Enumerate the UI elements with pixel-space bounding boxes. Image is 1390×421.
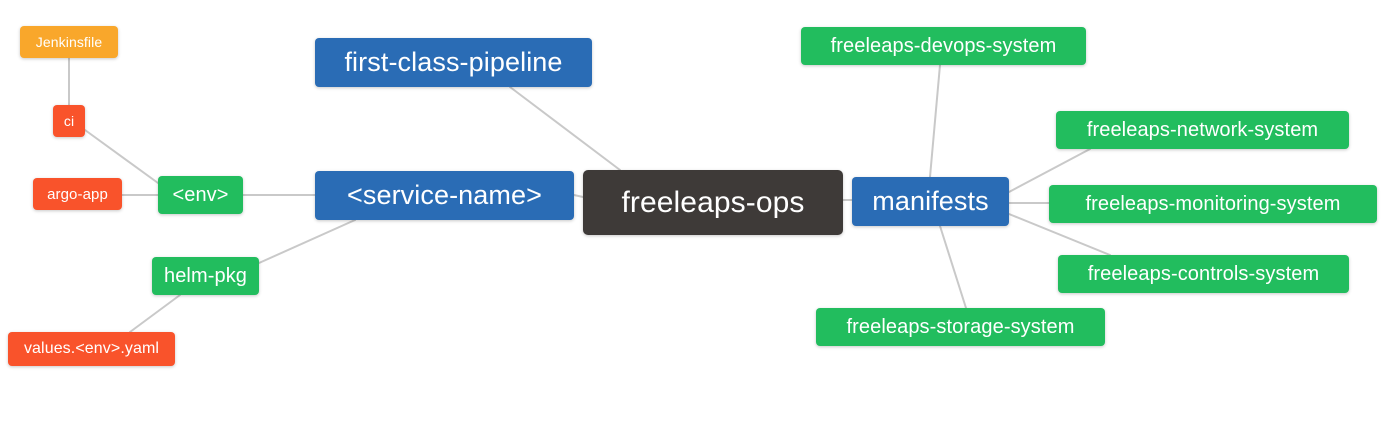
node-label-argo-app: argo-app	[47, 185, 108, 203]
node-label-env: <env>	[172, 184, 229, 206]
node-label-freeleaps-controls-system: freeleaps-controls-system	[1087, 263, 1320, 285]
node-manifests[interactable]: manifests	[852, 177, 1009, 226]
node-label-service-name: <service-name>	[347, 180, 542, 210]
node-freeleaps-network-system[interactable]: freeleaps-network-system	[1056, 111, 1349, 149]
node-label-freeleaps-storage-system: freeleaps-storage-system	[846, 316, 1075, 338]
node-ci[interactable]: ci	[53, 105, 85, 137]
node-helm-pkg[interactable]: helm-pkg	[152, 257, 259, 295]
node-jenkinsfile[interactable]: Jenkinsfile	[20, 26, 118, 58]
node-service-name[interactable]: <service-name>	[315, 171, 574, 220]
node-env[interactable]: <env>	[158, 176, 243, 214]
node-freeleaps-ops[interactable]: freeleaps-ops	[583, 170, 843, 235]
node-label-first-class-pipeline: first-class-pipeline	[344, 47, 563, 77]
node-label-ci: ci	[63, 113, 75, 129]
node-label-freeleaps-ops: freeleaps-ops	[621, 185, 805, 219]
node-label-values-yaml: values.<env>.yaml	[23, 340, 160, 357]
node-label-freeleaps-devops-system: freeleaps-devops-system	[830, 35, 1057, 57]
node-freeleaps-monitoring-system[interactable]: freeleaps-monitoring-system	[1049, 185, 1377, 223]
node-label-helm-pkg: helm-pkg	[163, 265, 248, 287]
node-argo-app[interactable]: argo-app	[33, 178, 122, 210]
node-label-freeleaps-monitoring-system: freeleaps-monitoring-system	[1085, 193, 1341, 215]
node-label-manifests: manifests	[872, 186, 989, 216]
node-values-yaml[interactable]: values.<env>.yaml	[8, 332, 175, 366]
node-label-jenkinsfile: Jenkinsfile	[35, 34, 103, 50]
node-freeleaps-storage-system[interactable]: freeleaps-storage-system	[816, 308, 1105, 346]
node-freeleaps-controls-system[interactable]: freeleaps-controls-system	[1058, 255, 1349, 293]
node-freeleaps-devops-system[interactable]: freeleaps-devops-system	[801, 27, 1086, 65]
node-first-class-pipeline[interactable]: first-class-pipeline	[315, 38, 592, 87]
node-label-freeleaps-network-system: freeleaps-network-system	[1086, 119, 1319, 141]
